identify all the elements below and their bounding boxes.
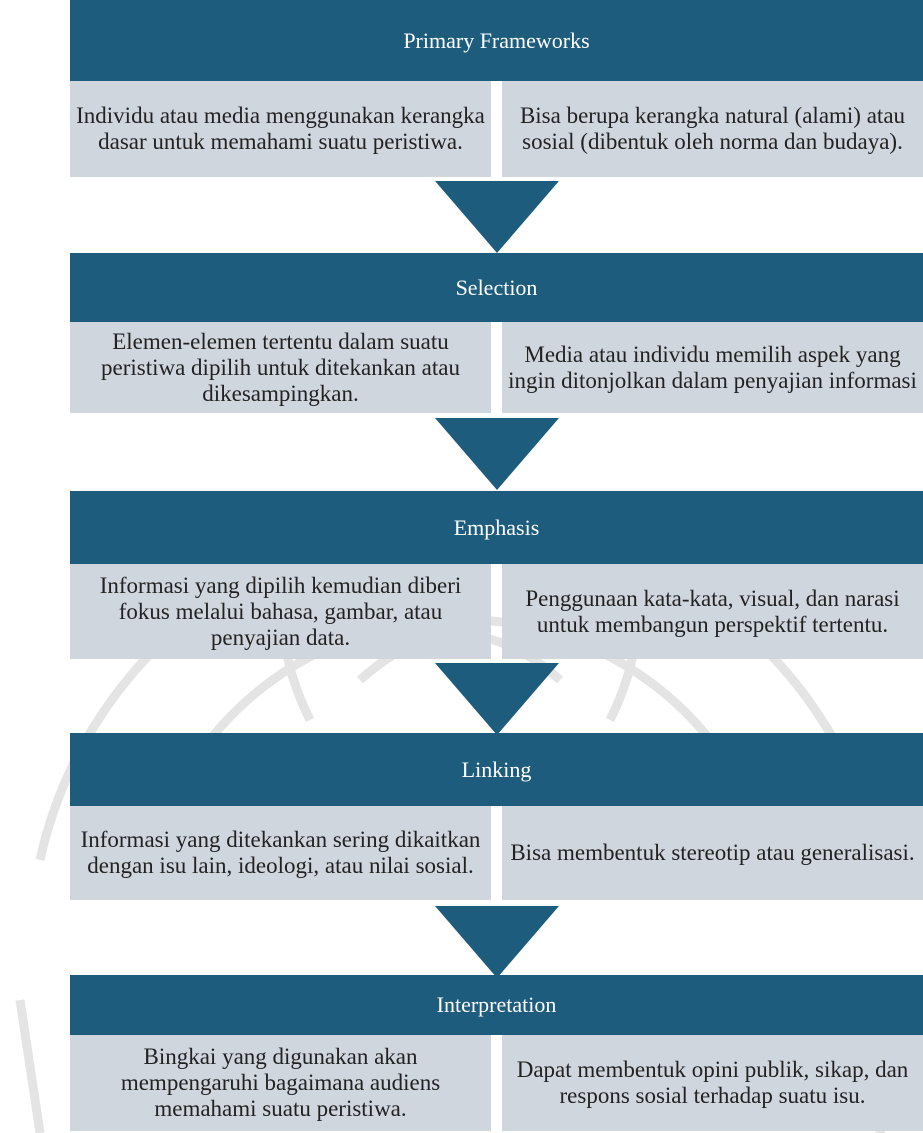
stage-5-right-box: Dapat membentuk opini publik, sikap, dan… <box>502 1035 923 1131</box>
stage-header-selection: Selection <box>70 253 923 322</box>
stage-header-emphasis: Emphasis <box>70 491 923 564</box>
stage-2-left-box: Elemen-elemen tertentu dalam suatu peris… <box>70 322 491 413</box>
stage-1-left-box: Individu atau media menggunakan kerangka… <box>70 81 491 177</box>
stage-5-left-box: Bingkai yang digunakan akan mempengaruhi… <box>70 1035 491 1131</box>
framing-process-diagram: Primary Frameworks Individu atau media m… <box>70 0 923 1133</box>
stage-3-right-box: Penggunaan kata-kata, visual, dan narasi… <box>502 564 923 659</box>
down-arrow-icon <box>435 906 559 978</box>
stage-1-right-box: Bisa berupa kerangka natural (alami) ata… <box>502 81 923 177</box>
stage-header-primary-frameworks: Primary Frameworks <box>70 0 923 81</box>
stage-header-linking: Linking <box>70 733 923 806</box>
down-arrow-icon <box>435 181 559 253</box>
stage-4-right-box: Bisa membentuk stereotip atau generalisa… <box>502 806 923 900</box>
down-arrow-icon <box>435 663 559 735</box>
stage-2-right-box: Media atau individu memilih aspek yang i… <box>502 322 923 413</box>
down-arrow-icon <box>435 418 559 490</box>
stage-4-left-box: Informasi yang ditekankan sering dikaitk… <box>70 806 491 900</box>
stage-header-interpretation: Interpretation <box>70 975 923 1035</box>
stage-3-left-box: Informasi yang dipilih kemudian diberi f… <box>70 564 491 659</box>
